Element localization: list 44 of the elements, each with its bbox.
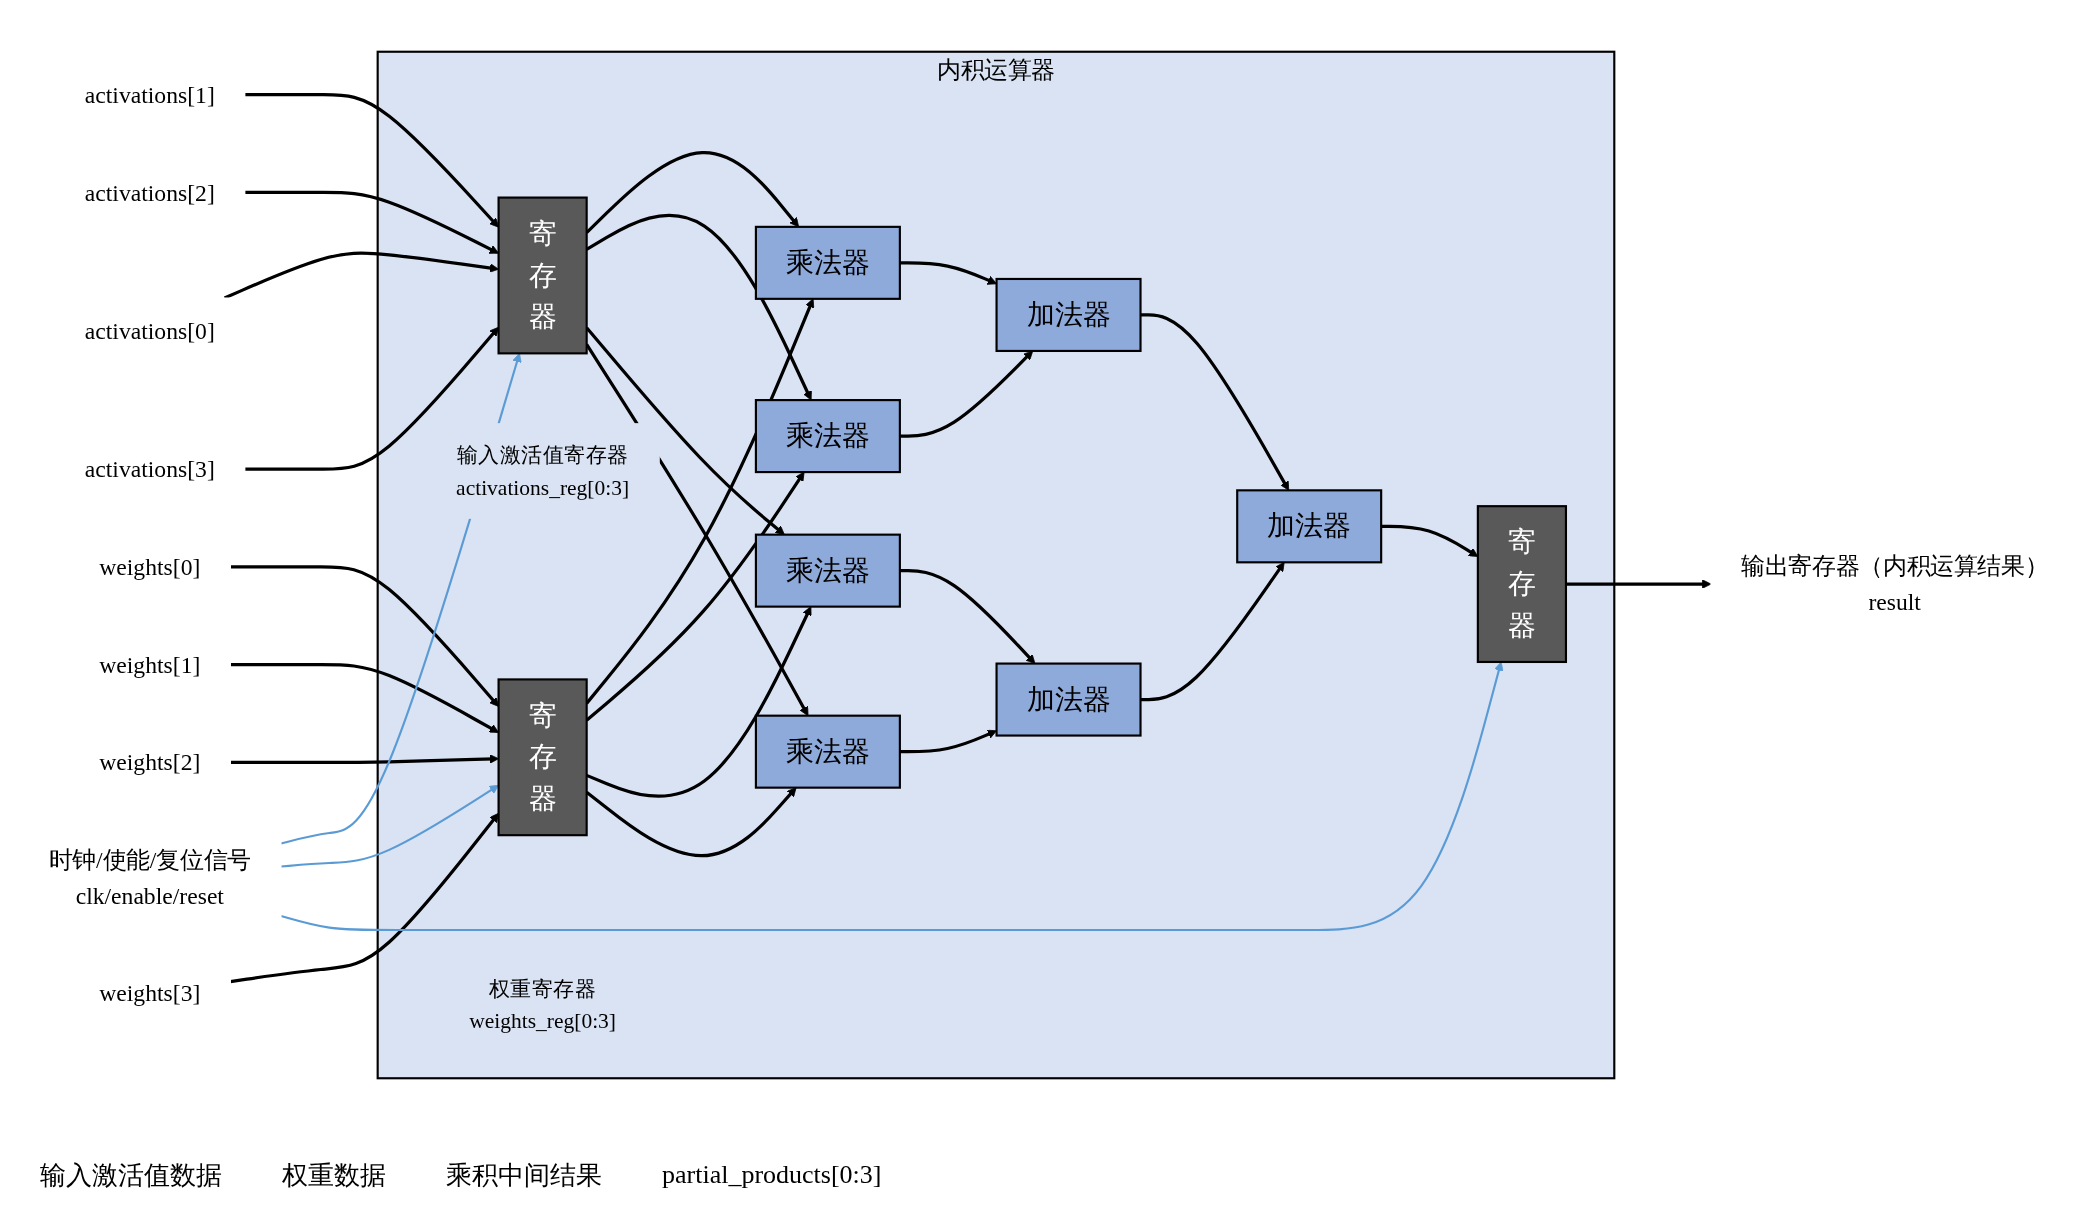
- node-box: 寄存器: [497, 196, 588, 355]
- annotation-text: 权重数据: [282, 1159, 386, 1192]
- arrow: [244, 93, 499, 228]
- arrow: [280, 661, 1504, 932]
- node-text: 时钟/使能/复位信号 clk/enable/reset: [48, 846, 251, 910]
- annotation-text: 输入激活值数据: [40, 1159, 222, 1192]
- node-text: weights[0]: [99, 553, 201, 581]
- arrow: [280, 784, 499, 868]
- arrow: [223, 251, 499, 300]
- node-box: 加法器: [1236, 489, 1383, 564]
- node-box: 寄存器: [497, 678, 588, 837]
- arrow: [230, 663, 499, 733]
- arrow: [899, 569, 1036, 664]
- node-text: weights[2]: [99, 748, 201, 776]
- node-text: activations[3]: [84, 455, 215, 483]
- node-text: activations[1]: [84, 81, 215, 109]
- node-box: 乘法器: [754, 225, 901, 300]
- node-box: 加法器: [995, 277, 1142, 352]
- arrow: [899, 350, 1034, 438]
- node-box: 加法器: [995, 662, 1142, 737]
- node-box: 乘法器: [754, 399, 901, 474]
- node-label: 输入激活值寄存器: [456, 443, 629, 467]
- node-box: 寄存器: [1476, 505, 1568, 664]
- node-text: weights[1]: [99, 651, 201, 679]
- arrow: [230, 754, 499, 764]
- annotation-text: 乘积中间结果: [446, 1159, 602, 1192]
- arrow: [586, 606, 812, 798]
- arrow: [230, 812, 499, 984]
- node-label: activations_reg[0:3]: [456, 475, 630, 499]
- annotation-text: partial_products[0:3]: [662, 1160, 882, 1190]
- node-text: activations[2]: [84, 179, 215, 206]
- node-label: weights_reg[0:3]: [469, 1008, 617, 1033]
- arrow: [899, 261, 997, 285]
- arrow: [1140, 313, 1290, 491]
- node-box: 乘法器: [754, 533, 901, 608]
- node-text: activations[0]: [84, 317, 215, 345]
- node-label: 权重寄存器: [488, 976, 597, 1000]
- arrow: [244, 190, 499, 254]
- arrow: [899, 729, 997, 754]
- node-box: 乘法器: [754, 714, 901, 789]
- arrow: [230, 565, 499, 707]
- node-text: weights[3]: [99, 979, 201, 1007]
- arrow: [244, 326, 499, 471]
- node-text: 输出寄存器（内积运算结果） result: [1741, 552, 2049, 616]
